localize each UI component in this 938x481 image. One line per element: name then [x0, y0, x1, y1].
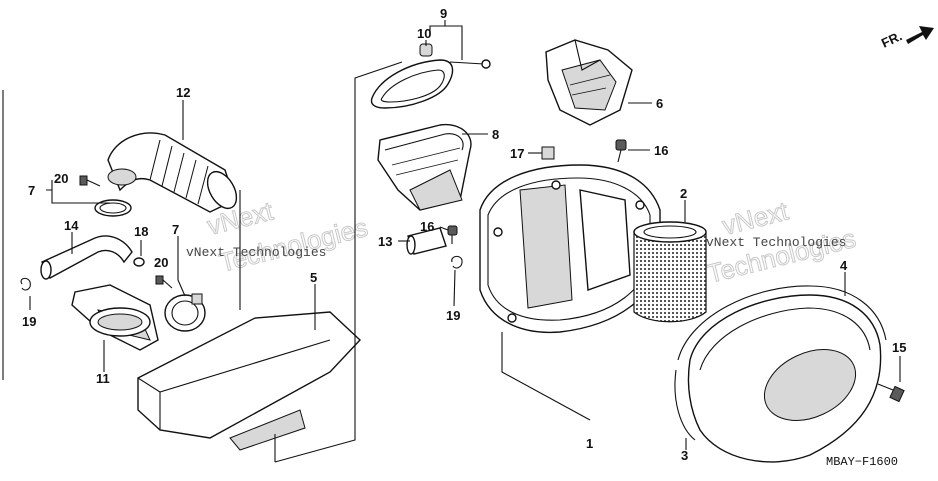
- watermark-right: vNext Technologies vNext Technologies: [704, 195, 860, 289]
- callout-20-upper: 20: [54, 171, 68, 186]
- callout-6: 6: [656, 96, 663, 111]
- callout-14: 14: [64, 218, 79, 233]
- callout-19-left: 19: [22, 314, 36, 329]
- callout-18: 18: [134, 224, 148, 239]
- callout-10: 10: [417, 26, 431, 41]
- svg-text:vNext: vNext: [719, 195, 791, 240]
- callout-4: 4: [840, 258, 848, 273]
- callout-3: 3: [681, 448, 688, 463]
- air-cleaner-housing-part-1: [479, 164, 661, 334]
- callout-5: 5: [310, 270, 317, 285]
- callout-7-upper: 7: [28, 183, 35, 198]
- connector-part-8: [377, 123, 472, 211]
- hose-part-12: [107, 132, 238, 213]
- bolt-part-15: [877, 383, 905, 403]
- front-direction-arrow: FR.: [879, 26, 934, 51]
- callout-11: 11: [96, 371, 110, 386]
- callout-9: 9: [440, 6, 447, 21]
- bolt-20-upper: [79, 175, 101, 187]
- callout-20-lower: 20: [154, 255, 168, 270]
- svg-text:FR.: FR.: [879, 28, 904, 50]
- callout-19-right: 19: [446, 308, 460, 323]
- callout-15: 15: [892, 340, 906, 355]
- svg-text:vNext Technologies: vNext Technologies: [706, 235, 846, 250]
- callout-17: 17: [510, 146, 524, 161]
- bolt-part-16-lower: [447, 225, 458, 244]
- leader-lines: [2, 20, 901, 463]
- clip-18: [133, 257, 145, 267]
- bolt-20-lower: [155, 275, 173, 289]
- filter-element-part-2: [633, 221, 707, 323]
- callout-16-lower: 16: [420, 219, 434, 234]
- callout-1: 1: [586, 436, 593, 451]
- svg-text:vNext Technologies: vNext Technologies: [186, 245, 326, 260]
- callout-8: 8: [492, 127, 499, 142]
- intake-funnel-part-11: [71, 284, 159, 351]
- gasket-part-9: [370, 43, 491, 109]
- clip-19-right: [451, 255, 463, 269]
- funnel-part-6: [545, 39, 633, 126]
- hose-clamp-7-upper: [94, 199, 132, 217]
- air-duct-part-5: [137, 311, 361, 451]
- callout-12: 12: [176, 85, 190, 100]
- callout-2: 2: [680, 186, 687, 201]
- cover-part-4: [687, 294, 882, 463]
- hose-clamp-7-lower: [164, 293, 206, 332]
- gasket-part-3: [674, 285, 887, 441]
- callout-labels: 1 2 3 4 5 6 7 7 8 9 10 11 12 13 14 15 16…: [22, 6, 906, 463]
- clip-19-left: [20, 277, 31, 291]
- callout-13: 13: [378, 234, 392, 249]
- clip-part-17: [541, 146, 555, 160]
- callout-7-lower: 7: [172, 222, 179, 237]
- hose-part-14: [40, 235, 133, 280]
- bolt-part-16-upper: [615, 139, 627, 163]
- diagram-code: MBAY−F1600: [826, 455, 898, 469]
- callout-16-upper: 16: [654, 143, 668, 158]
